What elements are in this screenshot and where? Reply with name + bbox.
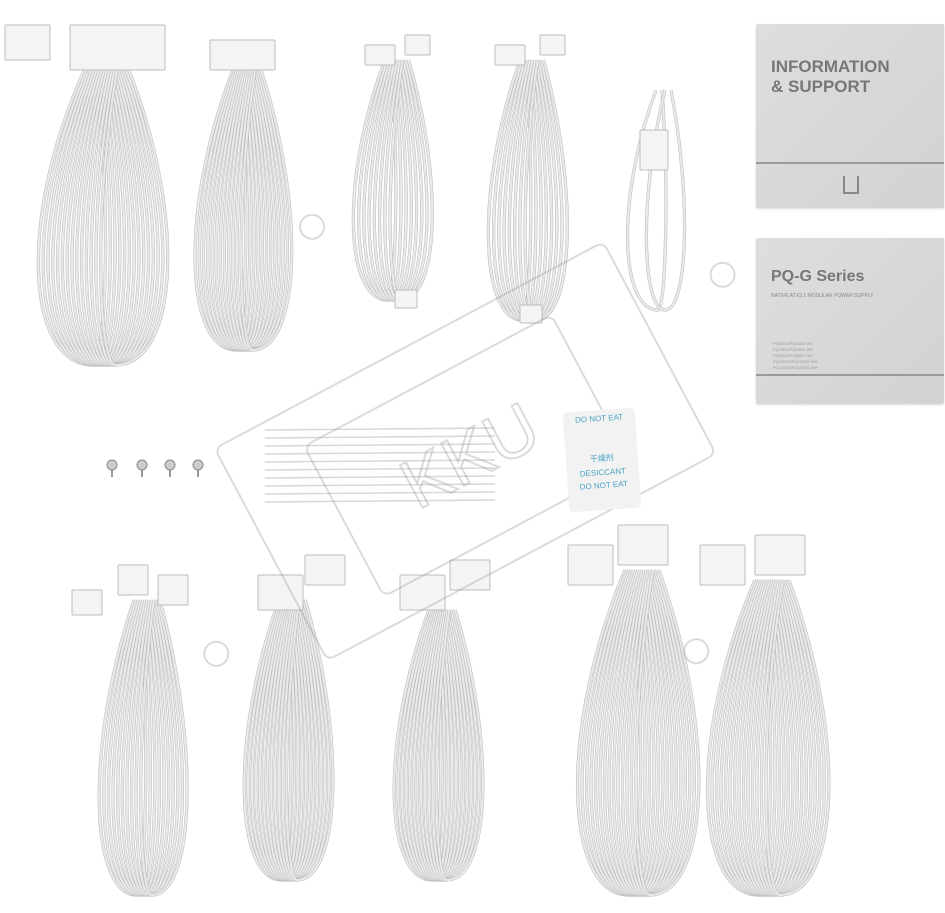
pcie-8pin-connector <box>304 554 346 586</box>
desiccant-warning: DO NOT EAT <box>574 412 624 425</box>
zip-tie <box>264 459 496 463</box>
model: PQ750G/PQ750G WH <box>773 347 814 352</box>
pcie-8pin-cable-2-strand <box>435 609 484 882</box>
atx-connector <box>4 24 51 61</box>
divider <box>756 374 944 376</box>
pcie-8pin-cable-strand <box>285 599 334 882</box>
screw <box>192 459 204 471</box>
pcie-8pin-connector <box>399 574 446 611</box>
sata-cable-strand <box>139 599 189 897</box>
screw <box>164 459 176 471</box>
watermark-shape <box>683 638 710 665</box>
12vhpwr-connector <box>567 544 614 586</box>
desiccant-cn: 干燥剂 <box>589 453 615 464</box>
zip-tie <box>264 483 496 487</box>
desiccant-warning: DO NOT EAT <box>579 479 629 492</box>
screw <box>106 459 118 471</box>
pcie-connector <box>539 34 566 56</box>
12vhpwr-connector <box>617 524 669 566</box>
zip-tie <box>264 435 496 439</box>
atx-connector <box>69 24 166 71</box>
zip-tie <box>264 467 496 471</box>
sata-connector <box>71 589 103 616</box>
sata-connector <box>117 564 149 596</box>
brand-logo-icon <box>843 176 859 194</box>
info-title-line: & SUPPORT <box>771 77 871 96</box>
desiccant-packet: DO NOT EAT 干燥剂 DESICCANT DO NOT EAT <box>562 407 642 513</box>
model-list: PQ650G/PQ650G WH PQ750G/PQ750G WH PQ850G… <box>773 341 817 371</box>
pcie-connector <box>364 44 396 66</box>
watermark-shape <box>203 640 230 667</box>
product-manual: PQ-G Series NATIVE ATX3.1 MODULAR POWER … <box>756 238 944 404</box>
model: PQ1000G/PQ1000G WH <box>773 359 818 364</box>
zip-tie <box>264 475 496 479</box>
screw <box>136 459 148 471</box>
12vhpwr-connector <box>699 544 746 586</box>
sata-connector <box>157 574 189 606</box>
watermark-shape <box>299 213 326 240</box>
information-support-booklet: INFORMATION& SUPPORT <box>756 24 944 208</box>
12vhpwr-connector <box>754 534 806 576</box>
watermark-shape <box>216 243 715 659</box>
divider <box>756 162 944 164</box>
pcie-connector <box>404 34 431 56</box>
pcie-connector <box>394 289 418 309</box>
12vhpwr-cable-strand <box>634 569 700 897</box>
model: PQ850G/PQ850G WH <box>773 353 814 358</box>
zip-tie <box>264 491 496 495</box>
info-title-line: INFORMATION <box>771 57 890 76</box>
pcie-connector <box>519 304 543 324</box>
zip-tie <box>264 427 496 431</box>
atx-24pin-cable-strand <box>99 59 169 367</box>
12vhpwr-cable-2-strand <box>764 579 830 897</box>
desiccant-label: DESICCANT <box>579 466 627 479</box>
cpu-connector <box>209 39 276 71</box>
model: PQ1200G/PQ1200G WH <box>773 365 818 370</box>
pcie-8pin-connector <box>449 559 491 591</box>
power-cord-strand <box>645 89 686 312</box>
power-plug <box>639 129 669 171</box>
zip-tie <box>264 451 496 455</box>
power-cord-strand <box>626 89 667 312</box>
pcie-connector <box>494 44 526 66</box>
product-subtitle: NATIVE ATX3.1 MODULAR POWER SUPPLY <box>771 293 874 299</box>
cpu-cable-strand <box>240 69 293 352</box>
info-title: INFORMATION& SUPPORT <box>771 57 890 97</box>
product-title: PQ-G Series <box>771 268 865 285</box>
watermark-shape <box>305 316 630 595</box>
zip-tie <box>264 443 496 447</box>
pcie-8pin-connector <box>257 574 304 611</box>
model: PQ650G/PQ650G WH <box>773 341 814 346</box>
watermark-text: KKU <box>388 387 552 523</box>
watermark-shape <box>709 261 736 288</box>
zip-tie <box>264 499 496 503</box>
